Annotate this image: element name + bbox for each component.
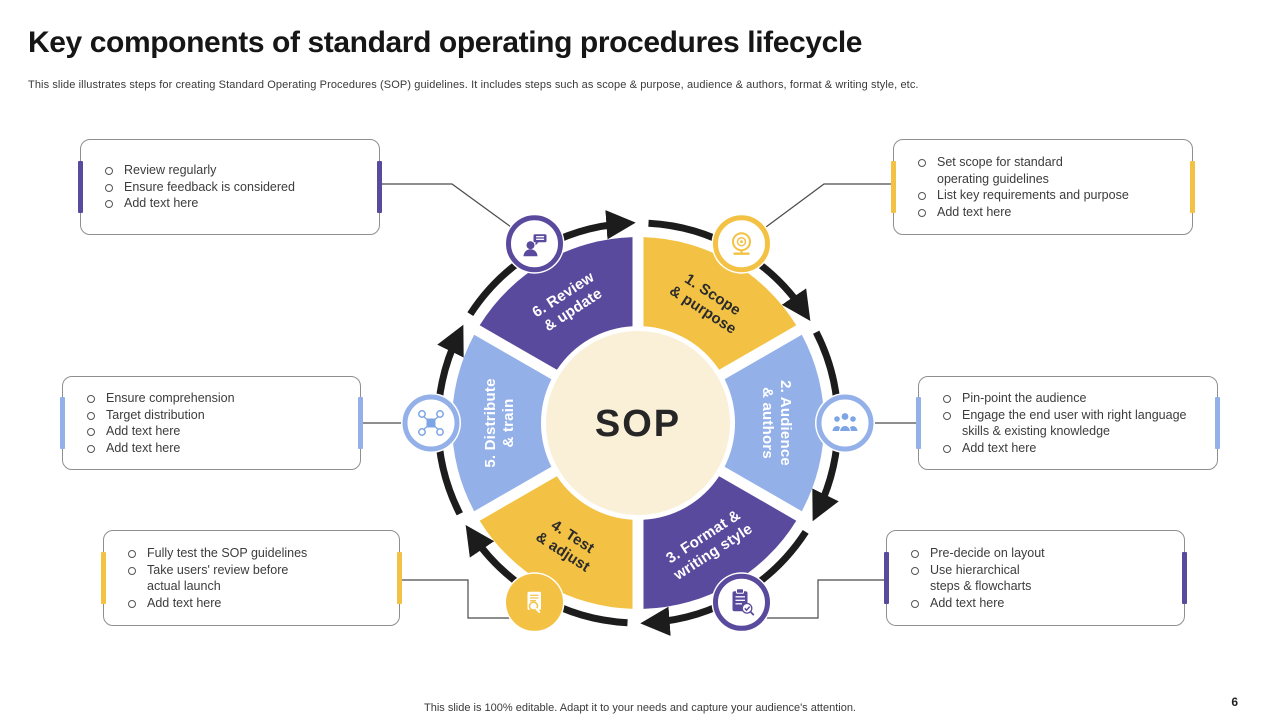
list-item: Add text here bbox=[911, 595, 1174, 612]
bullet-circle-icon bbox=[128, 599, 136, 608]
bullet-list: Pin-point the audience Engage the end us… bbox=[943, 390, 1207, 456]
list-item: Add text here bbox=[87, 440, 350, 457]
segment-scope-purpose bbox=[643, 237, 797, 370]
list-item: Engage the end user with right language … bbox=[943, 407, 1207, 440]
segment-label-audience-authors: 2. Audience & authors bbox=[759, 380, 794, 466]
network-distribution-icon bbox=[401, 393, 461, 453]
bullet-circle-icon bbox=[87, 395, 95, 403]
bullet-circle-icon bbox=[105, 167, 113, 176]
list-item: Add text here bbox=[105, 195, 369, 212]
list-item: Add text here bbox=[918, 204, 1182, 221]
bullet-circle-icon bbox=[918, 208, 926, 217]
connector-lines bbox=[361, 183, 918, 619]
callout-test-adjust: Fully test the SOP guidelines Take users… bbox=[103, 530, 400, 626]
person-feedback-icon bbox=[504, 213, 565, 274]
bullet-circle-icon bbox=[918, 192, 926, 200]
slide-subtitle: This slide illustrates steps for creatin… bbox=[28, 79, 919, 91]
list-item: Ensure feedback is considered bbox=[105, 179, 369, 196]
list-item: Ensure comprehension bbox=[87, 390, 350, 407]
list-item: Use hierarchical steps & flowcharts bbox=[911, 562, 1174, 595]
list-item: Add text here bbox=[128, 595, 389, 612]
center-label: SOP bbox=[595, 403, 681, 445]
bullet-circle-icon bbox=[105, 200, 113, 209]
bullet-circle-icon bbox=[943, 411, 951, 420]
list-item: Fully test the SOP guidelines bbox=[128, 545, 389, 562]
bullet-circle-icon bbox=[943, 395, 951, 403]
bullet-circle-icon bbox=[943, 444, 951, 453]
list-item: Target distribution bbox=[87, 407, 350, 424]
list-item: Set scope for standard operating guideli… bbox=[918, 154, 1182, 187]
audience-people-icon bbox=[815, 393, 875, 453]
page-number: 6 bbox=[1231, 695, 1238, 709]
bullet-list: Set scope for standard operating guideli… bbox=[918, 154, 1182, 220]
page-title: Key components of standard operating pro… bbox=[28, 26, 863, 59]
bullet-list: Review regularly Ensure feedback is cons… bbox=[105, 162, 369, 212]
list-item: Pin-point the audience bbox=[943, 390, 1207, 407]
bullet-circle-icon bbox=[87, 444, 95, 453]
bullet-list: Ensure comprehension Target distribution… bbox=[87, 390, 350, 456]
center-circle bbox=[546, 331, 730, 515]
bullet-circle-icon bbox=[918, 159, 926, 167]
segment-review-update bbox=[479, 237, 633, 370]
list-item: Add text here bbox=[943, 440, 1207, 457]
bullet-circle-icon bbox=[911, 566, 919, 575]
bullet-list: Fully test the SOP guidelines Take users… bbox=[128, 545, 389, 611]
bullet-circle-icon bbox=[128, 550, 136, 558]
callout-review-update: Review regularly Ensure feedback is cons… bbox=[80, 139, 380, 235]
callout-format-writing: Pre-decide on layout Use hierarchical st… bbox=[886, 530, 1185, 626]
scope-target-icon bbox=[711, 213, 772, 274]
list-item: Take users' review before actual launch bbox=[128, 562, 389, 595]
list-item: Pre-decide on layout bbox=[911, 545, 1174, 562]
segment-test-adjust bbox=[479, 476, 633, 609]
callout-scope-purpose: Set scope for standard operating guideli… bbox=[893, 139, 1193, 235]
connector-bottom-right bbox=[766, 579, 886, 619]
svg-text:& authors: & authors bbox=[759, 387, 776, 459]
segment-label-distribute-train: 5. Distribute & train bbox=[482, 378, 517, 467]
segment-audience-authors bbox=[724, 334, 825, 512]
list-item: Add text here bbox=[87, 423, 350, 440]
bullet-circle-icon bbox=[87, 428, 95, 436]
document-magnifier-icon bbox=[504, 572, 565, 633]
segment-format-writing-style bbox=[643, 476, 797, 609]
list-item: Review regularly bbox=[105, 162, 369, 179]
bullet-circle-icon bbox=[911, 599, 919, 608]
svg-text:& train: & train bbox=[500, 399, 517, 448]
svg-text:5. Distribute: 5. Distribute bbox=[482, 378, 499, 467]
callout-audience-authors: Pin-point the audience Engage the end us… bbox=[918, 376, 1218, 470]
bullet-circle-icon bbox=[128, 566, 136, 575]
bullet-list: Pre-decide on layout Use hierarchical st… bbox=[911, 545, 1174, 611]
clipboard-check-icon bbox=[711, 572, 772, 633]
connector-bottom-left bbox=[400, 579, 510, 619]
bullet-circle-icon bbox=[87, 411, 95, 420]
callout-distribute-train: Ensure comprehension Target distribution… bbox=[62, 376, 361, 470]
footer-note: This slide is 100% editable. Adapt it to… bbox=[424, 702, 856, 714]
segment-distribute-train bbox=[451, 334, 552, 512]
connector-top-right bbox=[765, 183, 893, 228]
connector-top-left bbox=[380, 183, 512, 228]
bullet-circle-icon bbox=[105, 183, 113, 192]
list-item: List key requirements and purpose bbox=[918, 187, 1182, 204]
bullet-circle-icon bbox=[911, 550, 919, 558]
svg-text:2. Audience: 2. Audience bbox=[777, 380, 794, 466]
